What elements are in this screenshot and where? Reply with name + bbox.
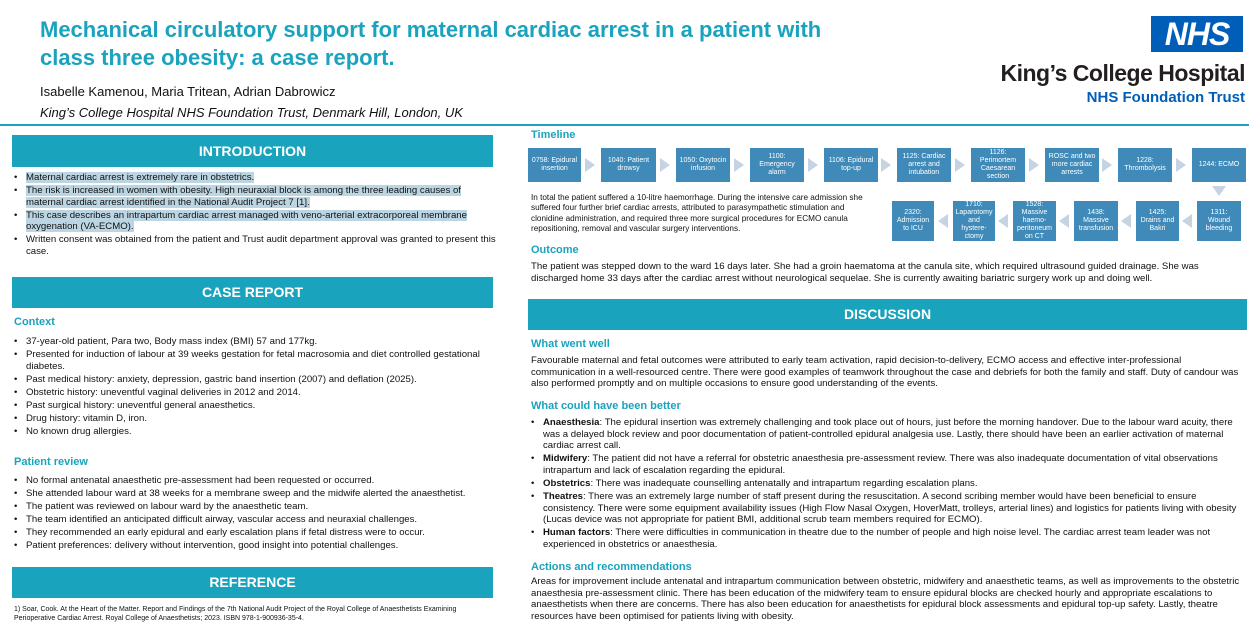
list-item: Theatres: There was an extremely large n… [529,491,1247,526]
actions-heading: Actions and recommendations [531,561,692,573]
timeline-step: 1125: Cardiac arrest and intubation [897,148,951,182]
list-item: They recommended an early epidural and e… [12,527,502,539]
list-item: No formal antenatal anaesthetic pre-asse… [12,475,502,487]
list-item: She attended labour ward at 38 weeks for… [12,488,502,500]
timeline-step: ROSC and two more cardiac arrests [1045,148,1099,182]
arrow-left-icon [1121,214,1131,228]
arrow-right-icon [1102,158,1112,172]
arrow-right-icon [955,158,965,172]
timeline-step: 1228: Thrombolysis [1118,148,1172,182]
arrow-right-icon [881,158,891,172]
hospital-name: King’s College Hospital [1000,60,1245,86]
timeline-step: 0758: Epidural insertion [528,148,581,182]
arrow-left-icon [1182,214,1192,228]
list-item: Obstetrics: There was inadequate counsel… [529,478,1247,490]
timeline-step: 1126: Perimortem Caesarean section [971,148,1025,182]
could-be-better-heading: What could have been better [531,400,681,412]
list-item: Drug history: vitamin D, iron. [12,413,497,425]
outcome-text: The patient was stepped down to the ward… [531,261,1199,284]
timeline-summary: In total the patient suffered a 10-litre… [531,193,863,234]
actions-text: Areas for improvement include antenatal … [531,576,1240,622]
timeline-step: 1311: Wound bleeding [1197,201,1241,241]
timeline-step: 1244: ECMO [1192,148,1246,182]
timeline-step: 1106: Epidural top-up [824,148,878,182]
timeline-step: 1050: Oxytocin infusion [676,148,730,182]
list-item: 37-year-old patient, Para two, Body mass… [12,336,497,348]
arrow-right-icon [1029,158,1039,172]
arrow-right-icon [585,158,595,172]
patient-review-heading: Patient review [14,456,88,468]
header-divider [0,124,1249,126]
list-item: Patient preferences: delivery without in… [12,540,502,552]
authors: Isabelle Kamenou, Maria Tritean, Adrian … [40,84,336,99]
timeline-step: 1438: Massive transfusion [1074,201,1118,241]
list-item: Anaesthesia: The epidural insertion was … [529,417,1247,452]
affiliation: King’s College Hospital NHS Foundation T… [40,105,463,120]
list-item: Written consent was obtained from the pa… [12,234,497,257]
poster-title: Mechanical circulatory support for mater… [40,17,822,70]
timeline-step: 1528: Massive haemo-peritoneum on CT [1013,201,1056,241]
went-well-text: Favourable maternal and fetal outcomes w… [531,355,1239,390]
arrow-right-icon [660,158,670,172]
reference-text: 1) Soar, Cook. At the Heart of the Matte… [14,606,457,622]
could-be-better-list: Anaesthesia: The epidural insertion was … [529,417,1247,552]
list-item: Past medical history: anxiety, depressio… [12,374,497,386]
arrow-right-icon [734,158,744,172]
arrow-down-icon [1212,186,1226,196]
arrow-right-icon [1176,158,1186,172]
list-item: Presented for induction of labour at 39 … [12,349,497,372]
context-heading: Context [14,316,55,328]
introduction-heading: INTRODUCTION [12,135,493,167]
arrow-right-icon [808,158,818,172]
list-item: No known drug allergies. [12,426,497,438]
case-report-heading: CASE REPORT [12,277,493,308]
context-list: 37-year-old patient, Para two, Body mass… [12,336,497,439]
arrow-left-icon [998,214,1008,228]
patient-review-list: No formal antenatal anaesthetic pre-asse… [12,475,502,554]
timeline-step: 1040: Patient drowsy [601,148,656,182]
list-item: Maternal cardiac arrest is extremely rar… [12,172,497,184]
nhs-logo: NHS [1151,16,1243,52]
outcome-heading: Outcome [531,244,579,256]
list-item: The team identified an anticipated diffi… [12,514,502,526]
list-item: This case describes an intrapartum cardi… [12,209,497,233]
list-item: Midwifery: The patient did not have a re… [529,453,1247,476]
timeline-heading: Timeline [531,129,576,141]
reference-heading: REFERENCE [12,567,493,598]
timeline-step: 1710: Laparotomy and hystere-ctomy [953,201,995,241]
trust-name: NHS Foundation Trust [1086,89,1245,106]
list-item: Human factors: There were difficulties i… [529,527,1247,550]
went-well-heading: What went well [531,338,610,350]
arrow-left-icon [938,214,948,228]
discussion-heading: DISCUSSION [528,299,1247,330]
timeline-step: 1100: Emergency alarm [750,148,804,182]
arrow-left-icon [1059,214,1069,228]
list-item: Past surgical history: uneventful genera… [12,400,497,412]
timeline-step: 2320: Admission to ICU [892,201,934,241]
list-item: Obstetric history: uneventful vaginal de… [12,387,497,399]
introduction-list: Maternal cardiac arrest is extremely rar… [12,172,497,259]
timeline-step: 1425: Drains and Bakri [1136,201,1179,241]
list-item: The patient was reviewed on labour ward … [12,501,502,513]
list-item: The risk is increased in women with obes… [12,185,497,208]
